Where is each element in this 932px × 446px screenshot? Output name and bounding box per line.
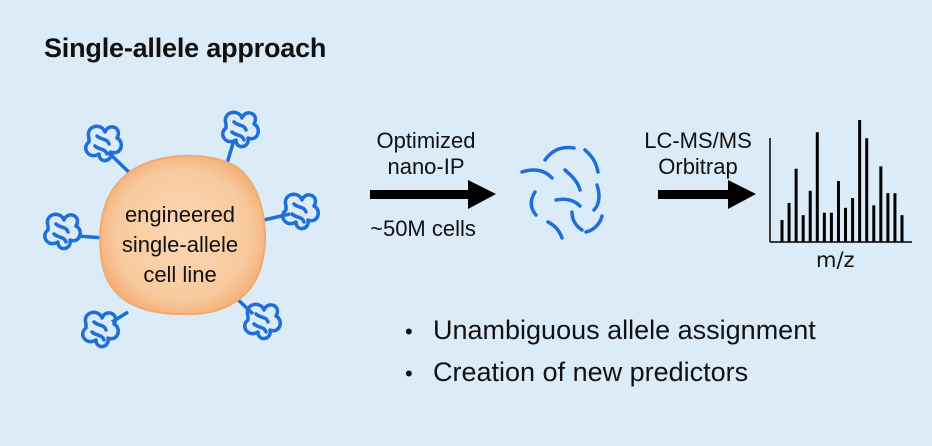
mass-spectrum	[769, 120, 912, 243]
mhc-molecule-icon	[83, 124, 124, 163]
bullet-icon: •	[405, 361, 413, 386]
step1-sublabel: ~50M cells	[370, 216, 476, 241]
bullet-list: • Unambiguous allele assignment • Creation…	[405, 310, 816, 394]
step1-line: Optimized	[376, 128, 476, 153]
cell-label: engineered single-allele cell line	[105, 200, 255, 290]
step1-line: nano-IP	[387, 154, 465, 179]
cell-shape	[99, 154, 266, 316]
bullet-text: Unambiguous allele assignment	[433, 315, 816, 345]
peptides	[520, 145, 604, 240]
mhc-molecule-icon	[220, 110, 261, 149]
step2-line: Orbitrap	[658, 154, 738, 179]
spectrum-xlabel: m/z	[816, 248, 855, 272]
mhc-molecule-icon	[80, 310, 121, 349]
bullet-text: Creation of new predictors	[433, 357, 749, 387]
bullet-item: • Creation of new predictors	[405, 352, 816, 394]
arrow-1	[370, 180, 496, 209]
step2-label: LC-MS/MS Orbitrap	[638, 128, 758, 180]
cell-label-line: cell line	[143, 262, 217, 287]
bullet-icon: •	[405, 319, 413, 344]
arrow-2	[658, 180, 756, 209]
diagram-title: Single-allele approach	[44, 33, 327, 63]
cell-label-line: single-allele	[121, 232, 239, 257]
bullet-item: • Unambiguous allele assignment	[405, 310, 816, 352]
mhc-molecule-icon	[42, 212, 83, 251]
step1-label: Optimized nano-IP	[366, 128, 486, 180]
step2-line: LC-MS/MS	[644, 128, 752, 153]
cell-label-line: engineered	[124, 202, 236, 227]
mhc-molecule-icon	[280, 192, 321, 231]
